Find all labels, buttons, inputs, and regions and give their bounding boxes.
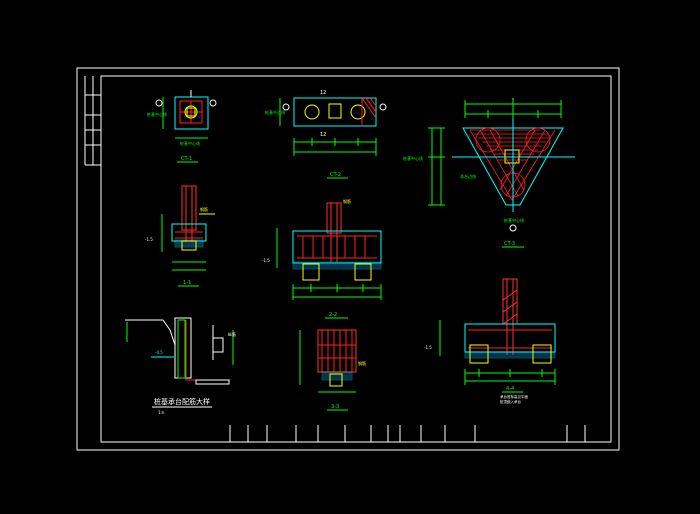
ct3-plan: 桩基中心线 承台边线 桩基中心线 CT-3 xyxy=(403,98,575,248)
ct2-plan: 桩基中心线 12 12 CT-2 xyxy=(265,90,387,179)
svg-text:钢筋: 钢筋 xyxy=(358,360,366,366)
svg-text:纵筋: 纵筋 xyxy=(228,331,236,337)
sec33-label: 3-3 xyxy=(331,404,339,410)
svg-text:桩基中心线: 桩基中心线 xyxy=(147,111,167,117)
svg-text:-1.5: -1.5 xyxy=(145,237,153,242)
section-1-1: 钢筋 -1.5 1-1 xyxy=(145,185,215,287)
sheet-frame xyxy=(76,67,620,451)
svg-text:钢筋: 钢筋 xyxy=(200,206,208,212)
section-4-4: -1.5 4-4 承台底标高见平面 桩顶嵌入承台 xyxy=(424,278,556,404)
svg-text:承台边线: 承台边线 xyxy=(460,173,476,179)
svg-text:桩基中心线: 桩基中心线 xyxy=(265,109,285,115)
svg-text:桩基中心线: 桩基中心线 xyxy=(403,155,423,161)
svg-text:-1.5: -1.5 xyxy=(262,258,270,263)
section-2-2: -1.5 钢筋 2-2 xyxy=(262,198,382,319)
ct3-label: CT-3 xyxy=(504,241,515,247)
svg-text:桩基中心线: 桩基中心线 xyxy=(180,140,200,146)
detail-title: 桩基承台配筋大样 xyxy=(154,397,210,406)
svg-text:钢筋: 钢筋 xyxy=(343,198,351,204)
svg-text:12: 12 xyxy=(320,132,326,138)
svg-text:桩基中心线: 桩基中心线 xyxy=(504,217,524,223)
pile-cap-detail: -0.5 纵筋 桩基承台配筋大样 1:n xyxy=(125,317,236,415)
section-3-3: 钢筋 3-3 xyxy=(299,329,366,411)
sec22-label: 2-2 xyxy=(329,312,337,318)
sec44-label: 4-4 xyxy=(506,386,514,392)
ct2-label: CT-2 xyxy=(330,172,341,178)
detail-scale: 1:n xyxy=(158,410,165,415)
ct1-label: CT-1 xyxy=(181,156,192,162)
svg-text:12: 12 xyxy=(320,90,326,96)
svg-text:-0.5: -0.5 xyxy=(155,350,163,355)
svg-text:承台底标高见平面: 承台底标高见平面 xyxy=(500,394,528,399)
title-block xyxy=(229,425,586,442)
sec11-label: 1-1 xyxy=(183,280,191,286)
ct1-plan: 桩基中心线 桩基中心线 CT-1 xyxy=(147,90,217,163)
svg-text:桩顶嵌入承台: 桩顶嵌入承台 xyxy=(500,399,521,404)
svg-text:-1.5: -1.5 xyxy=(424,345,432,350)
